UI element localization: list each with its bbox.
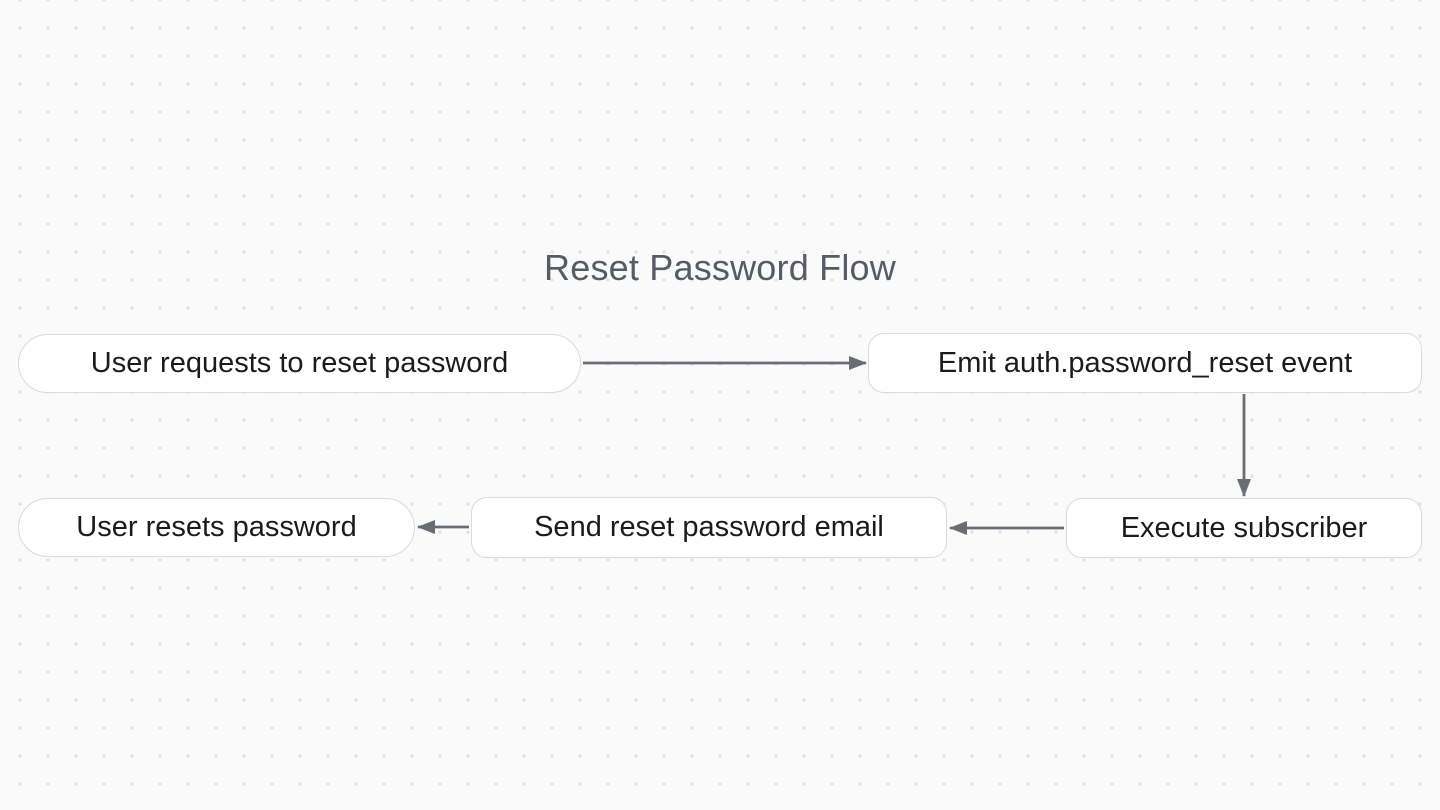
node-user-resets-password[interactable]: User resets password bbox=[18, 498, 415, 557]
node-emit-password-reset-event[interactable]: Emit auth.password_reset event bbox=[868, 333, 1422, 393]
node-user-requests-reset[interactable]: User requests to reset password bbox=[18, 334, 581, 393]
diagram-title: Reset Password Flow bbox=[544, 247, 896, 288]
node-send-reset-password-email[interactable]: Send reset password email bbox=[471, 497, 947, 558]
node-execute-subscriber[interactable]: Execute subscriber bbox=[1066, 498, 1422, 558]
